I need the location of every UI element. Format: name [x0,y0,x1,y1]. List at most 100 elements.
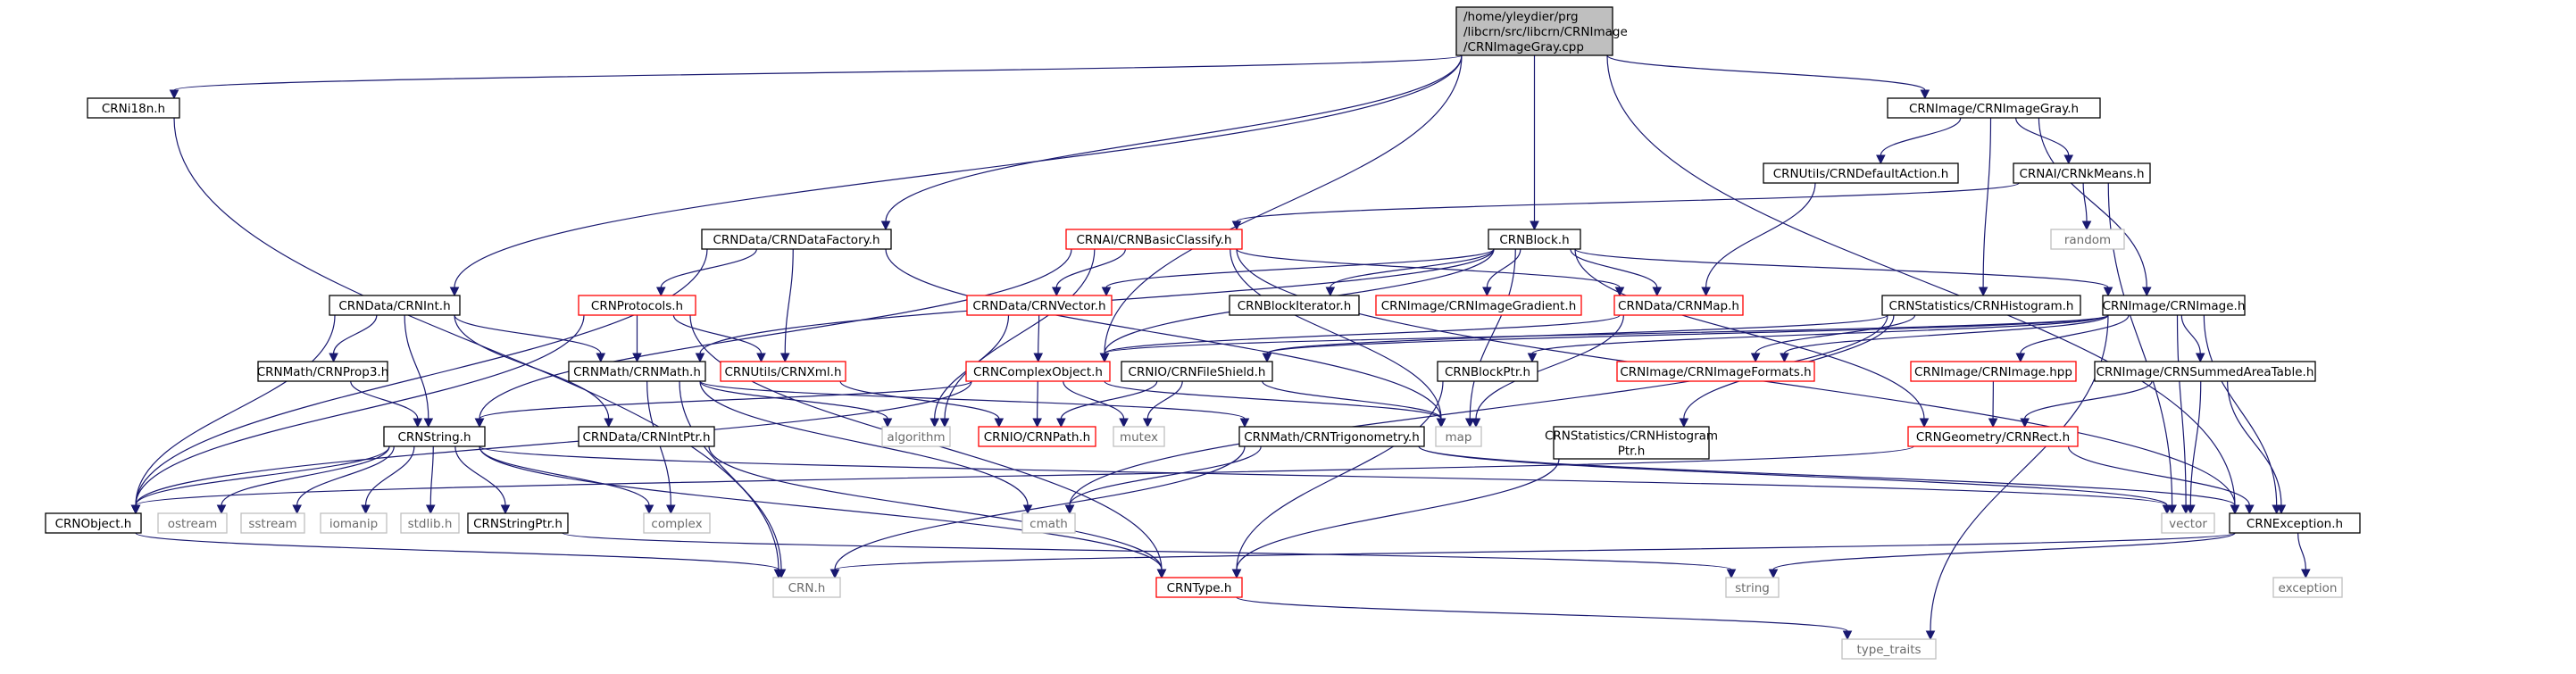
node-cmath[interactable]: cmath [1021,512,1076,534]
node-blockiterator[interactable]: CRNBlockIterator.h [1229,295,1360,316]
node-complex[interactable]: complex [643,512,711,534]
edge-histoptr-to-crntype [1231,458,1560,579]
edge-crnstring-to-stringptr [454,445,511,515]
node-label: exception [2279,581,2338,595]
node-box [966,295,1113,316]
node-complexobj[interactable]: CRNComplexObject.h [965,361,1111,382]
node-exception_h[interactable]: CRNException.h [2229,512,2361,534]
node-mutex[interactable]: mutex [1113,426,1165,447]
node-box [45,512,142,534]
node-label: CRNMath/CRNMath.h [573,365,701,379]
node-label: CRNAI/CRNkMeans.h [2019,167,2144,181]
node-defaction[interactable]: CRNUtils/CRNDefaultAction.h [1763,162,1959,184]
edge-crnmath-to-trigonometry [699,380,1250,429]
node-box [400,512,460,534]
edge-crnmath-to-crn_h [679,380,787,579]
edge-root-to-block [1530,54,1539,231]
node-intptr[interactable]: CRNData/CRNIntPtr.h [578,426,715,447]
node-basicclassify[interactable]: CRNAI/CRNBasicClassify.h [1065,229,1243,250]
node-datafactory[interactable]: CRNData/CRNDataFactory.h [701,229,892,250]
node-label: mutex [1120,430,1158,445]
node-crn_h[interactable]: CRN.h [772,577,841,598]
edge-histogram-to-fileshield [1262,314,1888,363]
node-kmeans[interactable]: CRNAI/CRNkMeans.h [2013,162,2151,184]
node-crnimage_hpp[interactable]: CRNImage/CRNImage.hpp [1910,361,2077,382]
node-crni18n[interactable]: CRNi18n.h [87,97,180,119]
node-summedarea[interactable]: CRNImage/CRNSummedAreaTable.h [2094,361,2316,382]
edge-datafactory-to-crnxml [779,248,794,363]
node-random[interactable]: random [2050,229,2125,250]
node-label: CRNException.h [2247,517,2343,531]
node-label: CRNData/CRNInt.h [338,299,450,313]
edge-dataint-to-intptr [454,314,614,429]
node-box [1238,426,1425,447]
node-crntype[interactable]: CRNType.h [1155,577,1243,598]
node-trigonometry[interactable]: CRNMath/CRNTrigonometry.h [1238,426,1425,447]
node-crnimage_h[interactable]: CRNImage/CRNImage.h [2102,295,2246,316]
node-crnstring[interactable]: CRNString.h [383,426,486,447]
node-algorithm[interactable]: algorithm [881,426,951,447]
node-crnmath[interactable]: CRNMath/CRNMath.h [568,361,706,382]
node-sstream[interactable]: sstream [240,512,305,534]
edge-defaction-to-datamap [1701,182,1816,297]
node-box [2013,162,2151,184]
node-label: sstream [248,517,296,531]
node-label: CRNData/CRNIntPtr.h [582,430,710,445]
node-box [1455,6,1613,56]
node-crnpath[interactable]: CRNIO/CRNPath.h [978,426,1096,447]
edge-datavector-to-complexobj [1033,314,1044,363]
node-ostream[interactable]: ostream [157,512,228,534]
node-crnobject[interactable]: CRNObject.h [45,512,142,534]
node-georect[interactable]: CRNGeometry/CRNRect.h [1907,426,2079,447]
edge-block-to-datamap [1570,248,1663,297]
node-imggradient[interactable]: CRNImage/CRNImageGradient.h [1375,295,1582,316]
node-label: CRNIO/CRNFileShield.h [1129,365,1266,379]
node-protocols[interactable]: CRNProtocols.h [578,295,696,316]
node-stdlib[interactable]: stdlib.h [400,512,460,534]
node-string[interactable]: string [1725,577,1780,598]
node-blockptr[interactable]: CRNBlockPtr.h [1437,361,1538,382]
node-prop3[interactable]: CRNMath/CRNProp3.h [257,361,389,382]
node-histogram[interactable]: CRNStatistics/CRNHistogram.h [1881,295,2081,316]
node-dataint[interactable]: CRNData/CRNInt.h [329,295,461,316]
edge-exception_h-to-exception [2297,532,2311,579]
node-datamap[interactable]: CRNData/CRNMap.h [1613,295,1744,316]
edge-summedarea-to-vector [2186,380,2202,515]
edge-exception_h-to-crn_h [829,532,2236,579]
node-vector[interactable]: vector [2161,512,2215,534]
node-box [1155,577,1243,598]
edge-gray_h-to-histogram [1978,117,1992,297]
node-stringptr[interactable]: CRNStringPtr.h [467,512,569,534]
node-block[interactable]: CRNBlock.h [1488,229,1581,250]
node-box [578,295,696,316]
node-crnxml[interactable]: CRNUtils/CRNXml.h [720,361,846,382]
node-label: type_traits [1856,643,1921,657]
node-exception[interactable]: exception [2272,577,2343,598]
node-root[interactable]: /home/yleydier/prg/libcrn/src/libcrn/CRN… [1455,6,1628,56]
edge-crnstring-to-crntype [479,445,1167,579]
node-label: CRNProtocols.h [591,299,683,313]
node-box [2229,512,2361,534]
node-label: CRNStringPtr.h [473,517,563,531]
node-label: CRNBlock.h [1499,233,1569,247]
node-type_traits[interactable]: type_traits [1841,638,1937,660]
node-iomanip[interactable]: iomanip [320,512,388,534]
node-label: CRNUtils/CRNDefaultAction.h [1773,167,1949,181]
edge-crnstring-to-crnobject [130,445,390,515]
edge-crnmath-to-algorithm [699,380,893,429]
node-map[interactable]: map [1435,426,1482,447]
node-fileshield[interactable]: CRNIO/CRNFileShield.h [1121,361,1273,382]
edge-layer [130,54,2311,641]
edge-block-to-datavector [1101,248,1495,297]
node-datavector[interactable]: CRNData/CRNVector.h [966,295,1113,316]
node-label: CRNMath/CRNProp3.h [257,365,389,379]
edge-trigonometry-to-cmath [1064,445,1262,515]
node-imgformats[interactable]: CRNImage/CRNImageFormats.h [1616,361,1815,382]
node-box [568,361,706,382]
edge-datafactory-to-protocols [655,248,757,297]
node-label: CRNImage/CRNImage.hpp [1914,365,2072,379]
node-gray_h[interactable]: CRNImage/CRNImageGray.h [1887,97,2101,119]
edge-histogram-to-imgformats [1750,314,1916,363]
